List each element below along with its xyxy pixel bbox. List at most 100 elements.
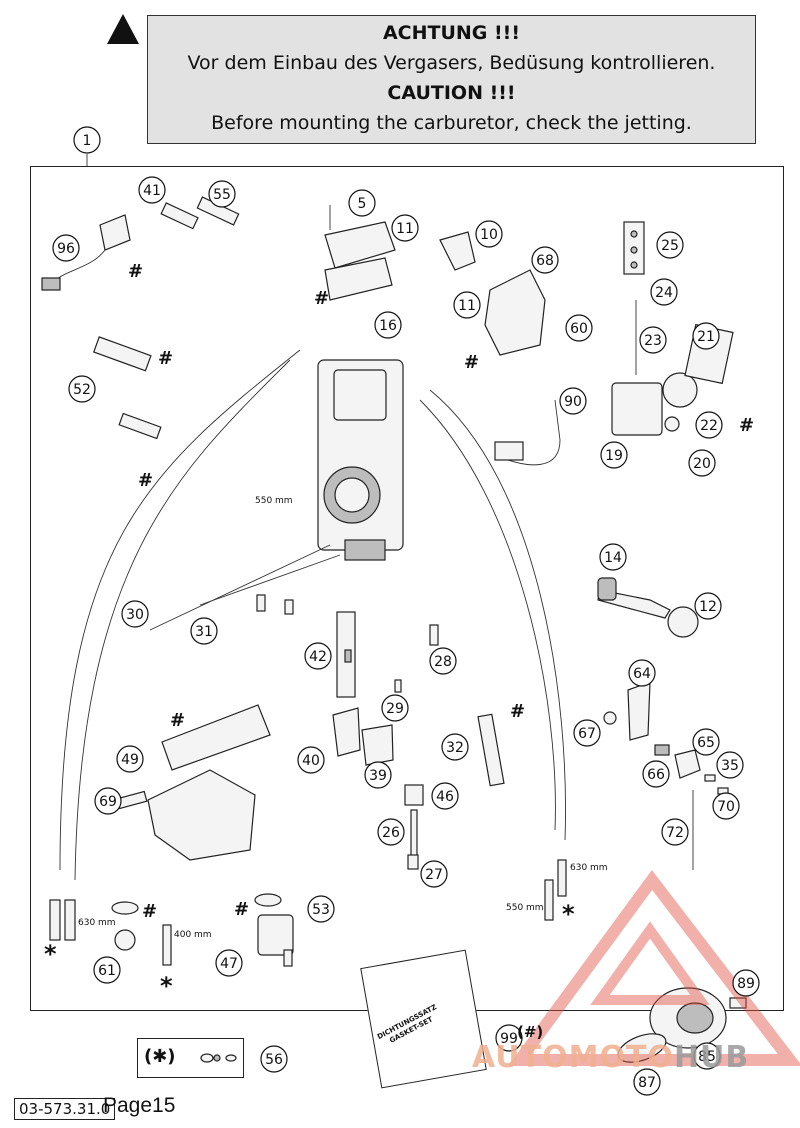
cap-35 <box>404 784 424 806</box>
page-label: Page15 <box>103 1094 176 1117</box>
fuel-fitting <box>494 441 524 461</box>
warning-triangle-icon <box>107 14 139 44</box>
callout-96-circle <box>52 234 80 262</box>
callout-28: 28 <box>434 654 452 670</box>
callout-55: 55 <box>213 187 231 203</box>
spare-kit-box <box>137 1038 244 1078</box>
hash-mark: # <box>234 899 249 920</box>
callout-29-circle <box>381 694 409 722</box>
top-cover-gasket <box>324 257 393 301</box>
callout-47-circle <box>215 949 243 977</box>
throttle-pulley <box>667 606 699 638</box>
hash-mark: # <box>314 288 329 309</box>
washer-67 <box>603 711 617 725</box>
callout-46-circle <box>431 782 459 810</box>
callout-14-circle <box>599 543 627 571</box>
star-mark: * <box>44 940 57 968</box>
caution-text-en: Before mounting the carburetor, check th… <box>211 112 692 134</box>
callout-47: 47 <box>220 956 238 972</box>
dim-630-right: 630 mm <box>570 863 608 873</box>
callout-assembly <box>73 126 101 154</box>
callout-16: 16 <box>379 318 397 334</box>
callout-72-circle <box>661 818 689 846</box>
part-69 <box>704 774 716 782</box>
document-number: 03-573.31.0 <box>14 1098 116 1120</box>
drain-plug <box>114 929 136 951</box>
callout-19: 19 <box>605 448 623 464</box>
callout-90: 90 <box>564 394 582 410</box>
callout-14: 14 <box>604 550 622 566</box>
callout-32-circle <box>441 733 469 761</box>
callout-52-circle <box>68 375 96 403</box>
watermark-part2: HUB <box>673 1040 750 1075</box>
callout-65-circle <box>692 728 720 756</box>
cable-bracket <box>439 231 476 271</box>
callout-67-circle <box>573 719 601 747</box>
callout-70-circle <box>712 792 740 820</box>
callout-39-circle <box>364 761 392 789</box>
kit-parts-icon <box>200 1053 237 1063</box>
caution-notice: ACHTUNG !!! Vor dem Einbau des Vergasers… <box>147 15 756 144</box>
callout-21-circle <box>692 322 720 350</box>
callout-52: 52 <box>73 382 91 398</box>
needle-32 <box>477 713 505 787</box>
callout-85: 85 <box>698 1049 716 1065</box>
callout-61-circle <box>93 956 121 984</box>
callout-87: 87 <box>638 1075 656 1091</box>
callout-89-circle <box>732 969 760 997</box>
callout-16-circle <box>374 311 402 339</box>
throttle-cam-cover <box>484 269 546 356</box>
callout-85-circle <box>693 1042 721 1070</box>
dim-550-right: 550 mm <box>506 903 544 913</box>
callout-11: 11 <box>458 298 476 314</box>
callout-29: 29 <box>386 701 404 717</box>
pump-cover <box>611 382 663 436</box>
hash-mark: # <box>142 901 157 922</box>
callout-96: 96 <box>57 241 75 257</box>
callout-35: 35 <box>721 758 739 774</box>
callout-20-circle <box>688 449 716 477</box>
callout-53: 53 <box>312 902 330 918</box>
float-left <box>332 707 361 757</box>
screw-27 <box>407 854 419 870</box>
callout-64-circle <box>628 659 656 687</box>
callout-66-circle <box>642 760 670 788</box>
sensor-plug <box>41 277 61 291</box>
kit-symbol: (✱) <box>144 1046 176 1067</box>
hash-mark: # <box>170 710 185 731</box>
callout-64: 64 <box>633 666 651 682</box>
callout-60: 60 <box>570 321 588 337</box>
callout-23: 23 <box>644 333 662 349</box>
star-mark: * <box>160 972 173 1000</box>
sensor <box>99 214 131 251</box>
lever-64 <box>627 681 651 741</box>
callout-24: 24 <box>655 285 673 301</box>
callout-26: 26 <box>382 825 400 841</box>
hash-mark: # <box>128 261 143 282</box>
callout-67: 67 <box>578 726 596 742</box>
callout-35-circle <box>716 751 744 779</box>
callout-41: 41 <box>143 183 161 199</box>
callout-12-circle <box>694 592 722 620</box>
dim-550-top: 550 mm <box>255 496 293 506</box>
spring-66 <box>654 744 670 756</box>
cable-end-400 <box>162 924 172 966</box>
carb-top-section <box>333 369 387 421</box>
callout-31-circle <box>190 617 218 645</box>
callout-31: 31 <box>195 624 213 640</box>
callout-68-circle <box>531 246 559 274</box>
pump-ring <box>254 893 282 907</box>
watermark: AUTOMOTOHUB <box>472 1040 749 1075</box>
pump-screw <box>283 949 293 967</box>
callout-68: 68 <box>536 253 554 269</box>
callout-99-circle <box>495 1024 523 1052</box>
top-cover <box>324 221 396 269</box>
callout-40: 40 <box>302 753 320 769</box>
callout-70: 70 <box>717 799 735 815</box>
hash-mark: # <box>464 352 479 373</box>
callout-72: 72 <box>666 825 684 841</box>
callout-49-circle <box>116 745 144 773</box>
callout-89: 89 <box>737 976 755 992</box>
rod-26 <box>410 809 418 859</box>
